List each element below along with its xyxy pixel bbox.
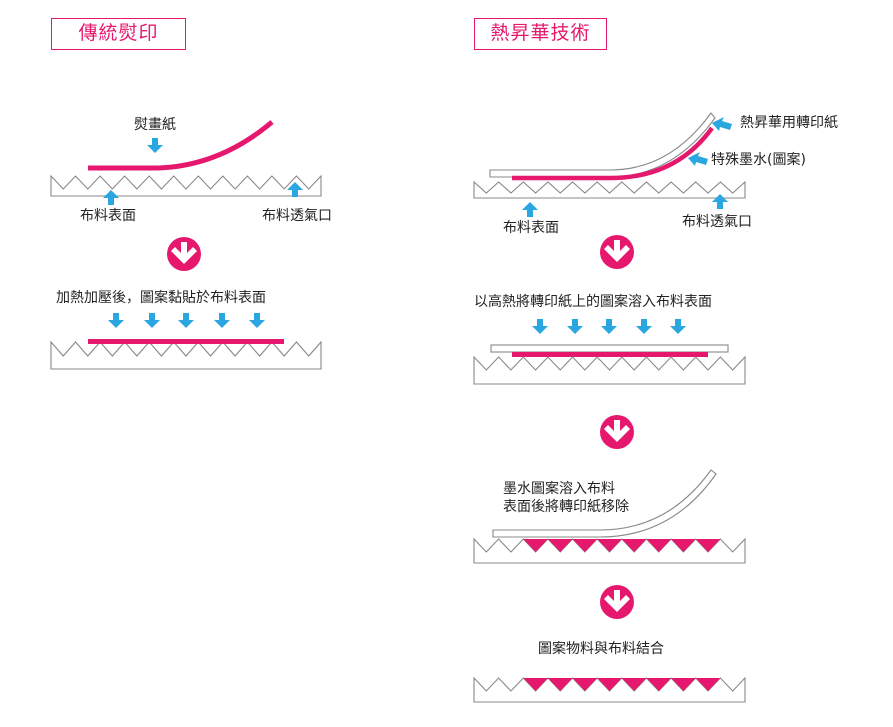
sublimation-paper-label: 熱昇華用轉印紙 — [740, 115, 838, 131]
ink-in-fabric-3 — [523, 539, 548, 552]
ink-in-fabric-3 — [597, 539, 622, 552]
vent-up-arrow-left-a — [103, 190, 119, 205]
ink-in-fabric-4 — [523, 678, 548, 691]
press-arrow-left-5 — [249, 313, 265, 328]
fabric-strip-right-2 — [473, 355, 746, 385]
iron-paper-label: 熨畫紙 — [134, 117, 176, 133]
sublimation-title: 熱昇華技術 — [474, 18, 607, 50]
transfer-paper — [489, 112, 716, 178]
special-ink-label: 特殊墨水(圖案) — [711, 152, 806, 168]
press-arrow-right-5 — [670, 319, 686, 334]
press-arrow-left-2 — [144, 313, 160, 328]
step-arrow-left-1-glyph — [171, 242, 197, 264]
iron-paper-sheet — [88, 120, 274, 171]
ink-in-fabric-3 — [621, 539, 647, 552]
fabric-surface-label-right: 布料表面 — [503, 220, 559, 236]
fabric-strip-left-2 — [50, 340, 322, 370]
ink-layer-flat — [512, 352, 708, 357]
traditional-title: 傳統熨印 — [51, 18, 186, 50]
vent-up-arrow-right-a — [522, 202, 538, 217]
step-arrow-right-3-glyph — [604, 590, 630, 612]
transfer-paper-flat — [490, 344, 729, 353]
ink-in-fabric-4 — [572, 678, 598, 691]
heat-dissolve-label: 以高熱將轉印紙上的圖案溶入布料表面 — [474, 294, 712, 310]
fabric-strip-right-1 — [473, 180, 746, 199]
press-arrow-right-2 — [567, 319, 583, 334]
fabric-vent-label-left: 布料透氣口 — [262, 208, 332, 224]
transfer-paper-removed — [492, 469, 717, 538]
ink-in-fabric-4 — [646, 678, 672, 691]
combined-result-label: 圖案物料與布料結合 — [538, 641, 664, 657]
press-down-arrow-left — [147, 138, 163, 153]
press-arrow-right-4 — [636, 319, 652, 334]
ink-in-fabric-4 — [695, 678, 721, 691]
special-ink-layer — [512, 126, 714, 181]
ink-in-fabric-3 — [671, 539, 696, 552]
fabric-strip-left-1 — [50, 174, 322, 197]
remove-paper-label-line1: 墨水圖案溶入布料 — [503, 481, 615, 497]
ink-in-fabric-4 — [671, 678, 696, 691]
remove-paper-label-line2: 表面後將轉印紙移除 — [503, 499, 629, 515]
fabric-surface-label-left: 布料表面 — [80, 208, 136, 224]
ink-in-fabric-3 — [646, 539, 672, 552]
iron-print-layer — [88, 339, 284, 344]
ink-in-fabric-4 — [621, 678, 647, 691]
fabric-vent-label-right: 布料透氣口 — [682, 214, 752, 230]
press-arrow-left-4 — [214, 313, 230, 328]
vent-up-arrow-left-b — [287, 182, 303, 197]
heat-press-result-label: 加熱加壓後，圖案黏貼於布料表面 — [56, 290, 266, 306]
ink-in-fabric-3 — [572, 539, 598, 552]
press-arrow-left-1 — [108, 313, 124, 328]
ink-in-fabric-3 — [695, 539, 721, 552]
pointer-arrow-ink — [688, 152, 708, 166]
press-arrow-left-3 — [178, 313, 194, 328]
step-arrow-right-1-glyph — [604, 240, 630, 262]
ink-in-fabric-4 — [547, 678, 573, 691]
ink-in-fabric-4 — [597, 678, 622, 691]
vent-up-arrow-right-b — [712, 194, 728, 209]
ink-in-fabric-3 — [547, 539, 573, 552]
press-arrow-right-3 — [601, 319, 617, 334]
pointer-arrow-paper — [712, 117, 732, 131]
step-arrow-right-2-glyph — [604, 420, 630, 442]
press-arrow-right-1 — [532, 319, 548, 334]
